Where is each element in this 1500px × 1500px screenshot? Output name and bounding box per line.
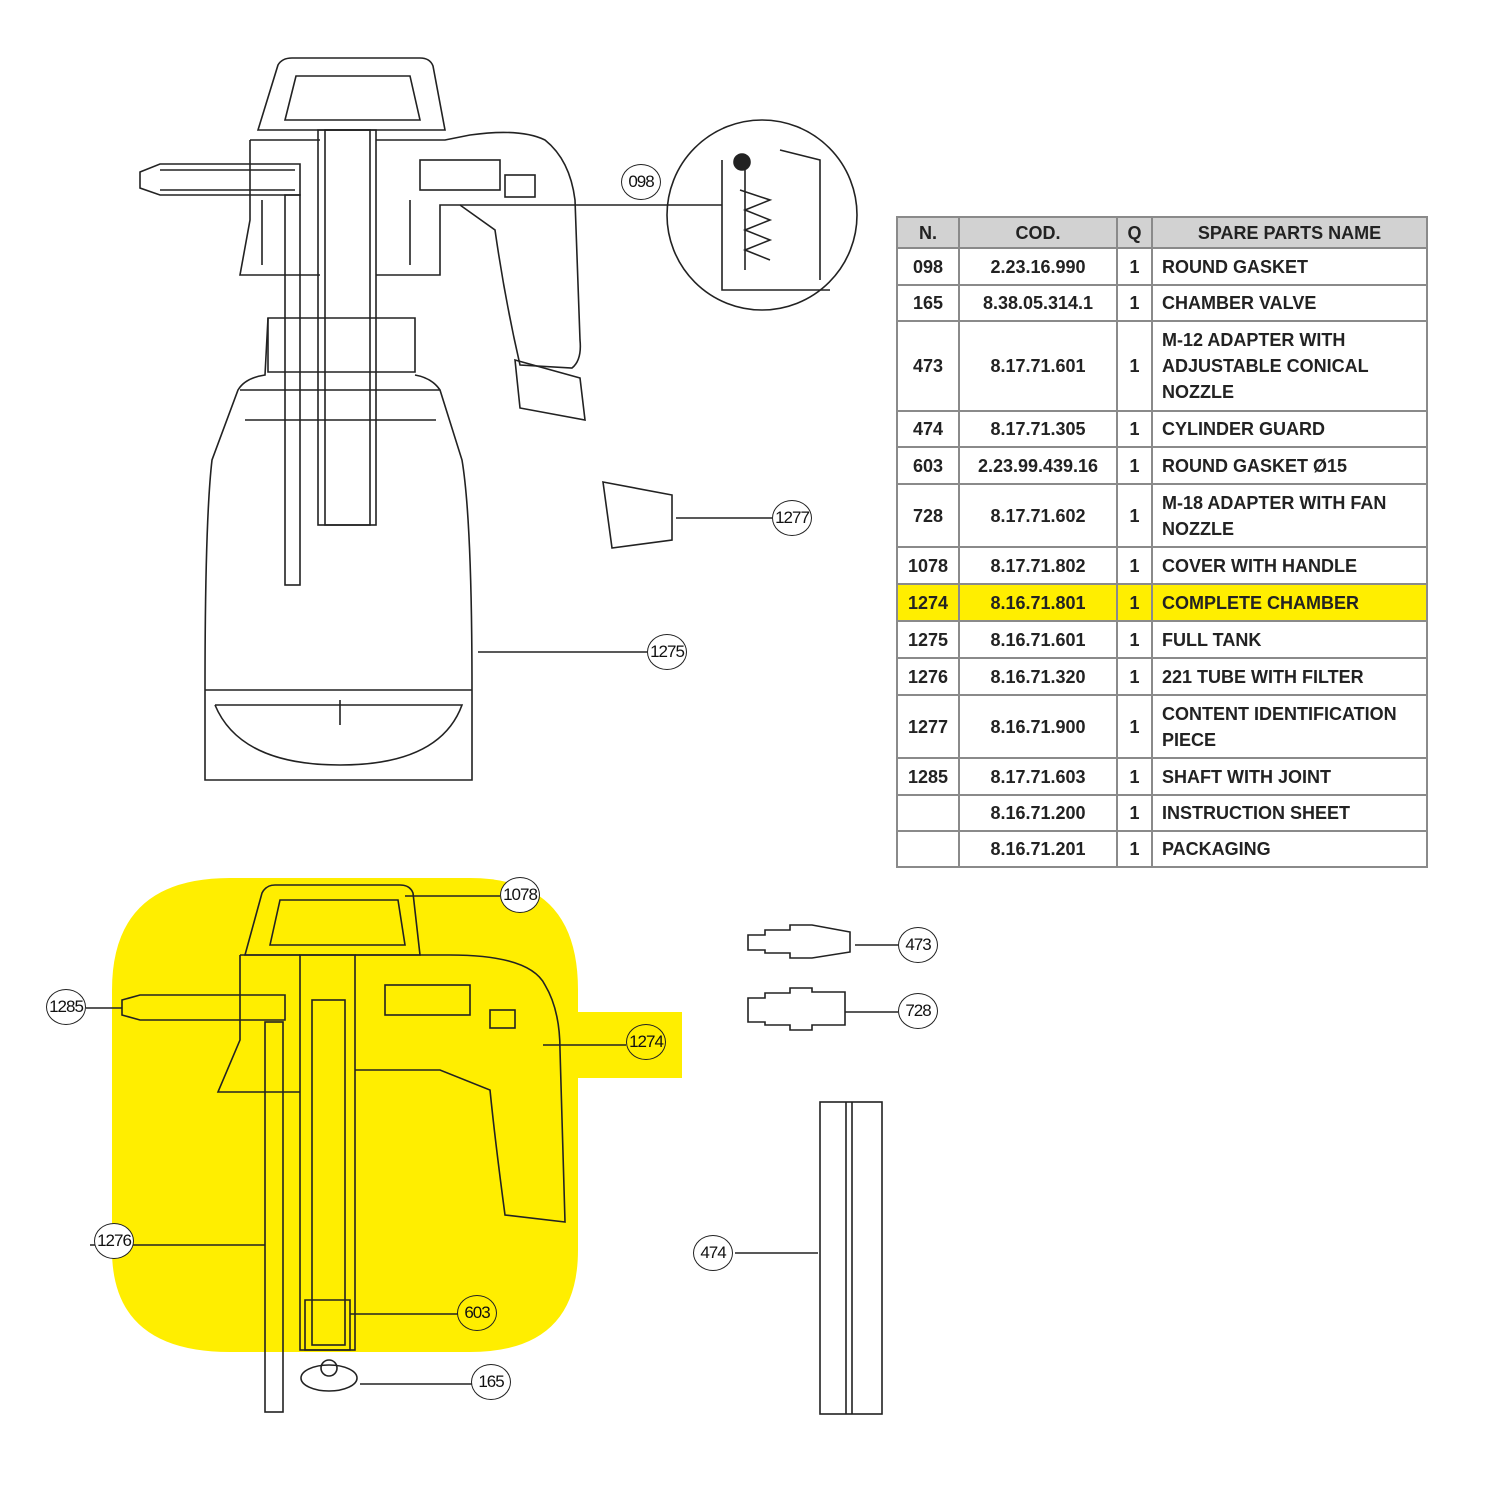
part-code: 8.17.71.601 <box>958 320 1118 412</box>
chamber-drawing <box>86 884 626 1413</box>
callout-1276[interactable]: 1276 <box>94 1223 134 1259</box>
part-name: PACKAGING <box>1151 830 1428 868</box>
part-name: CHAMBER VALVE <box>1151 284 1428 322</box>
header-code: COD. <box>958 216 1118 249</box>
table-header-row: N. COD. Q SPARE PARTS NAME <box>896 216 1428 249</box>
part-quantity: 1 <box>1116 757 1153 796</box>
part-quantity: 1 <box>1116 320 1153 412</box>
callout-474[interactable]: 474 <box>693 1235 733 1271</box>
part-code: 8.17.71.802 <box>958 546 1118 585</box>
callout-728[interactable]: 728 <box>898 993 938 1029</box>
part-number <box>896 794 960 832</box>
cylinder-guard-drawing <box>735 1101 883 1415</box>
part-code: 8.38.05.314.1 <box>958 284 1118 322</box>
part-number: 1285 <box>896 757 960 796</box>
part-name: COVER WITH HANDLE <box>1151 546 1428 585</box>
part-code: 8.16.71.200 <box>958 794 1118 832</box>
part-quantity: 1 <box>1116 483 1153 548</box>
part-name: ROUND GASKET <box>1151 247 1428 286</box>
part-quantity: 1 <box>1116 657 1153 696</box>
part-code: 8.17.71.305 <box>958 410 1118 448</box>
part-number: 1275 <box>896 620 960 659</box>
part-name: M-18 ADAPTER WITH FAN NOZZLE <box>1151 483 1428 548</box>
part-quantity: 1 <box>1116 284 1153 322</box>
part-number: 165 <box>896 284 960 322</box>
callout-1274[interactable]: 1274 <box>626 1024 666 1060</box>
part-code: 8.16.71.801 <box>958 583 1118 622</box>
part-quantity: 1 <box>1116 546 1153 585</box>
part-number: 1078 <box>896 546 960 585</box>
part-name: INSTRUCTION SHEET <box>1151 794 1428 832</box>
callout-098[interactable]: 098 <box>621 164 661 200</box>
part-number: 1274 <box>896 583 960 622</box>
part-number: 728 <box>896 483 960 548</box>
part-name: CYLINDER GUARD <box>1151 410 1428 448</box>
part-name: 221 TUBE WITH FILTER <box>1151 657 1428 696</box>
callout-473[interactable]: 473 <box>898 927 938 963</box>
nozzle-adapters-drawing <box>747 924 898 1031</box>
callout-1078[interactable]: 1078 <box>500 877 540 913</box>
callout-1285[interactable]: 1285 <box>46 989 86 1025</box>
part-name: M-12 ADAPTER WITH ADJUSTABLE CONICAL NOZ… <box>1151 320 1428 412</box>
part-number: 474 <box>896 410 960 448</box>
part-quantity: 1 <box>1116 247 1153 286</box>
sprayer-assembly-drawing <box>139 57 586 781</box>
highlight-complete-chamber <box>112 878 682 1352</box>
part-quantity: 1 <box>1116 620 1153 659</box>
header-number: N. <box>896 216 960 249</box>
part-number: 473 <box>896 320 960 412</box>
part-code: 8.16.71.900 <box>958 694 1118 759</box>
part-code: 2.23.16.990 <box>958 247 1118 286</box>
part-code: 8.17.71.603 <box>958 757 1118 796</box>
part-number: 1276 <box>896 657 960 696</box>
callout-1275[interactable]: 1275 <box>647 634 687 670</box>
part-quantity: 1 <box>1116 410 1153 448</box>
part-code: 2.23.99.439.16 <box>958 446 1118 485</box>
header-quantity: Q <box>1116 216 1153 249</box>
part-number: 1277 <box>896 694 960 759</box>
part-quantity: 1 <box>1116 694 1153 759</box>
callout-1277[interactable]: 1277 <box>772 500 812 536</box>
part-name: FULL TANK <box>1151 620 1428 659</box>
part-quantity: 1 <box>1116 583 1153 622</box>
content-identification-piece-drawing <box>602 481 772 549</box>
part-quantity: 1 <box>1116 794 1153 832</box>
part-number: 098 <box>896 247 960 286</box>
part-name: SHAFT WITH JOINT <box>1151 757 1428 796</box>
part-number: 603 <box>896 446 960 485</box>
part-name: COMPLETE CHAMBER <box>1151 583 1428 622</box>
callout-165[interactable]: 165 <box>471 1364 511 1400</box>
part-quantity: 1 <box>1116 830 1153 868</box>
part-number <box>896 830 960 868</box>
callout-603[interactable]: 603 <box>457 1295 497 1331</box>
part-code: 8.17.71.602 <box>958 483 1118 548</box>
part-code: 8.16.71.201 <box>958 830 1118 868</box>
part-code: 8.16.71.601 <box>958 620 1118 659</box>
part-quantity: 1 <box>1116 446 1153 485</box>
part-name: ROUND GASKET Ø15 <box>1151 446 1428 485</box>
header-name: SPARE PARTS NAME <box>1151 216 1428 249</box>
detail-circle-gasket <box>460 119 858 311</box>
part-name: CONTENT IDENTIFICATION PIECE <box>1151 694 1428 759</box>
part-code: 8.16.71.320 <box>958 657 1118 696</box>
